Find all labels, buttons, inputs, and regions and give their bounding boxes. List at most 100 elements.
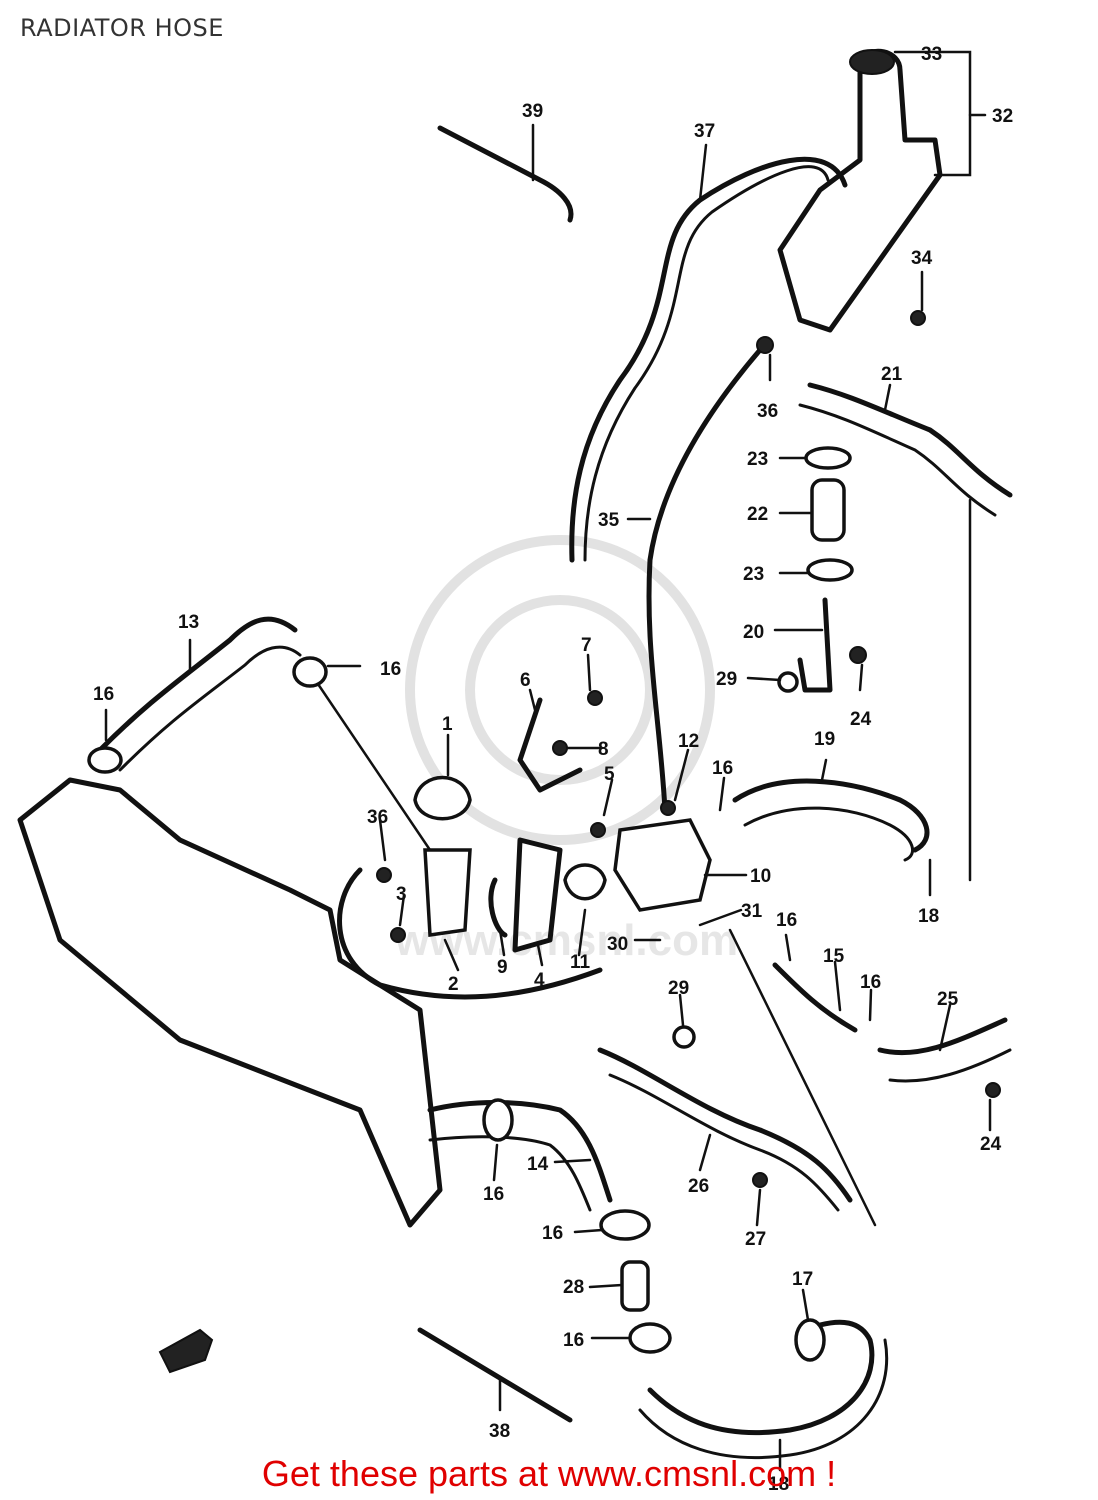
hose-13 [97, 616, 298, 753]
label-32: 32 [992, 106, 1013, 127]
label-10: 10 [750, 866, 771, 887]
bracket-4 [512, 837, 563, 953]
label-16-b: 16 [380, 659, 401, 680]
footer-link[interactable]: Get these parts at www.cmsnl.com ! [261, 1453, 837, 1494]
label-20: 20 [743, 622, 764, 643]
radiator-body [17, 777, 443, 1228]
hose-35 [646, 347, 763, 813]
label-1: 1 [442, 714, 453, 735]
bracket-6 [517, 697, 583, 793]
label-9: 9 [497, 957, 508, 978]
bolt-24-a [849, 646, 867, 664]
label-6: 6 [520, 670, 531, 691]
label-37: 37 [694, 121, 715, 142]
hose-21 [807, 382, 1013, 498]
thermostat-11 [563, 863, 607, 901]
label-30: 30 [607, 934, 628, 955]
label-4: 4 [534, 970, 545, 991]
clamp-16-a [87, 746, 123, 774]
hose-15 [772, 962, 858, 1033]
label-23-upper: 23 [747, 449, 768, 470]
bolt-27 [752, 1172, 768, 1188]
label-12: 12 [678, 731, 699, 752]
label-38: 38 [489, 1421, 510, 1442]
hose-19 [732, 778, 930, 853]
label-19: 19 [814, 729, 835, 750]
label-27: 27 [745, 1229, 766, 1250]
label-16-c: 16 [712, 758, 733, 779]
label-31: 31 [741, 901, 763, 922]
label-21: 21 [881, 364, 903, 385]
clamp-23-upper [804, 446, 852, 470]
clamp-23-lower [806, 558, 854, 582]
label-14: 14 [527, 1154, 549, 1175]
label-24-lower: 24 [980, 1134, 1002, 1155]
front-arrow-icon [158, 1328, 214, 1374]
label-16-f: 16 [483, 1184, 504, 1205]
clip-3 [390, 927, 406, 943]
clamp-16-c [482, 1098, 514, 1142]
label-5: 5 [604, 764, 615, 785]
label-17: 17 [792, 1269, 813, 1290]
pipe-28 [620, 1260, 650, 1312]
hose-18-bottom [647, 1319, 875, 1436]
label-26: 26 [688, 1176, 709, 1197]
label-29-upper: 29 [716, 669, 737, 690]
label-16-a: 16 [93, 684, 114, 705]
pipe-22 [810, 478, 846, 542]
label-11: 11 [570, 952, 591, 973]
label-29-lower: 29 [668, 978, 689, 999]
label-28: 28 [563, 1277, 584, 1298]
bolt-12 [660, 800, 676, 816]
clamp-36-b [376, 867, 392, 883]
label-22: 22 [747, 504, 768, 525]
hose-14 [427, 1100, 613, 1203]
label-8: 8 [598, 739, 609, 760]
leader-lines [104, 50, 992, 1472]
label-25: 25 [937, 989, 959, 1010]
label-36: 36 [757, 401, 778, 422]
hose-26 [597, 1047, 853, 1203]
label-16-g: 16 [542, 1223, 563, 1244]
part-labels: 39 37 33 32 34 36 21 23 22 35 23 20 29 2… [93, 44, 1013, 1495]
gasket-9 [488, 877, 508, 938]
page-title: RADIATOR HOSE [20, 14, 224, 42]
bolt-34 [910, 310, 926, 326]
bolt-24-b [985, 1082, 1001, 1098]
label-13: 13 [178, 612, 199, 633]
label-15: 15 [823, 946, 845, 967]
label-18-lower: 18 [768, 1474, 789, 1495]
band-39 [437, 125, 574, 223]
label-23-lower: 23 [743, 564, 764, 585]
bolt-7 [587, 690, 603, 706]
clip-29-a [777, 671, 799, 693]
clamp-17 [794, 1318, 826, 1362]
label-36-b: 36 [367, 807, 388, 828]
label-2: 2 [448, 974, 459, 995]
label-7: 7 [581, 635, 592, 656]
clamp-16-d [599, 1209, 651, 1241]
fitting-20 [797, 597, 833, 693]
bolt-5 [590, 822, 606, 838]
radiator-cap-1 [413, 775, 472, 821]
label-3: 3 [396, 884, 407, 905]
clamp-16-e [628, 1322, 672, 1354]
label-24-upper: 24 [850, 709, 872, 730]
label-35: 35 [598, 510, 620, 531]
label-18-upper: 18 [918, 906, 939, 927]
reservoir-cap [849, 49, 895, 75]
clamp-36-top [756, 336, 774, 354]
overflow-hose-37 [569, 156, 848, 563]
hose-bypass [337, 867, 603, 1000]
band-38 [417, 1327, 573, 1423]
thermostat-housing [423, 848, 472, 938]
label-33: 33 [921, 44, 942, 65]
housing-10 [613, 818, 712, 912]
label-16-d: 16 [776, 910, 797, 931]
label-16-e: 16 [860, 972, 881, 993]
clip-29-b [672, 1025, 696, 1049]
clamp-16-b [292, 656, 328, 688]
reservoir-tank [777, 48, 943, 333]
label-39: 39 [522, 101, 543, 122]
